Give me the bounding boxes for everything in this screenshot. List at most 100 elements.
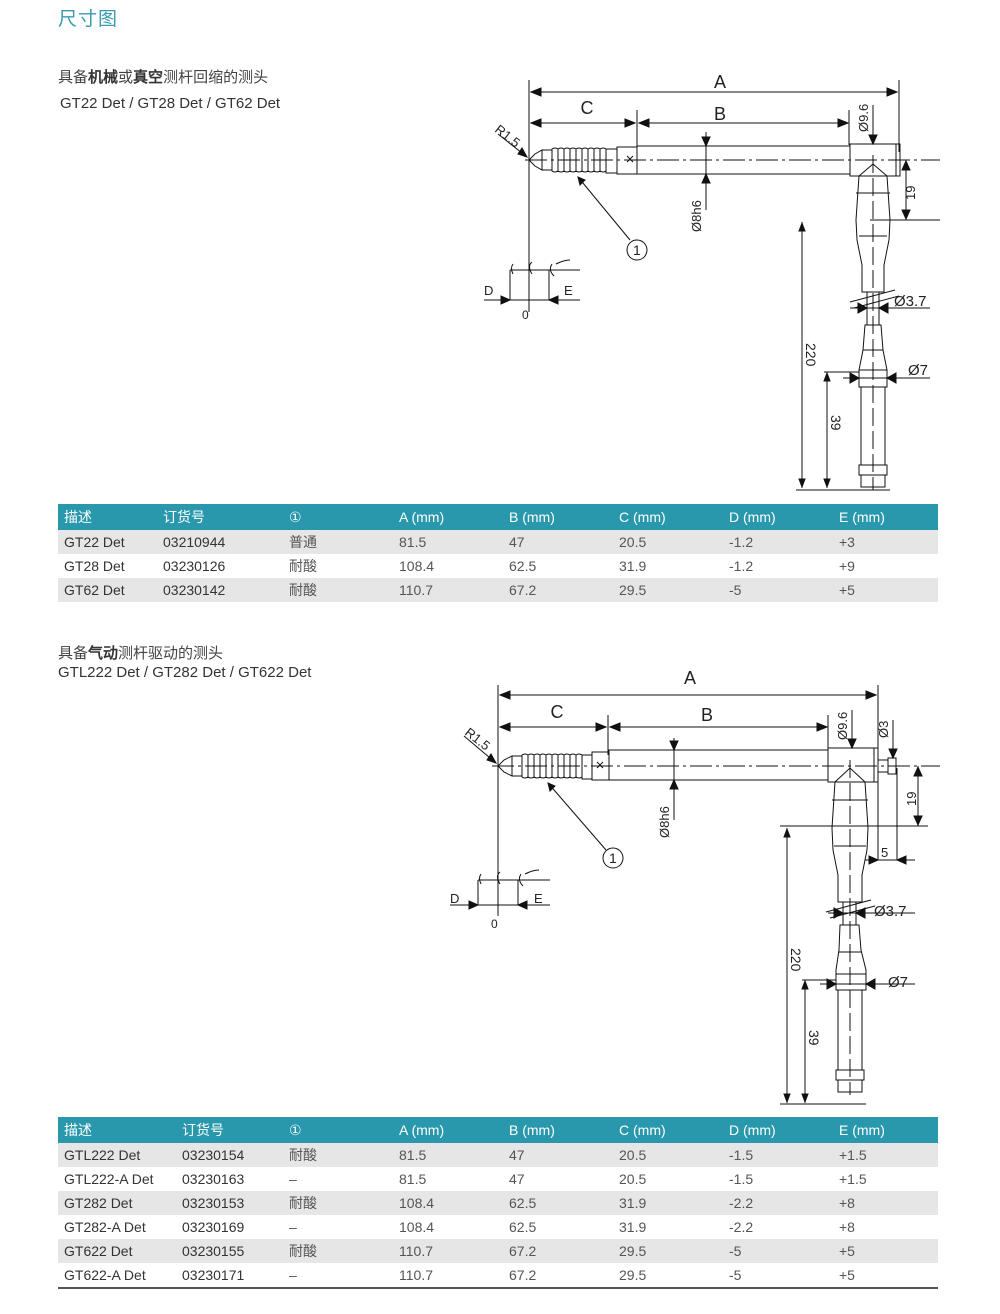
section1-spec-table: 描述 订货号 ① A (mm) B (mm) C (mm) D (mm) E (… xyxy=(58,504,938,602)
dim-a-label: A xyxy=(714,72,726,92)
cell-e: +1.5 xyxy=(833,1167,938,1191)
section1-subtitle: 具备机械或真空测杆回缩的测头 xyxy=(58,66,268,87)
subtitle-part: 具备 xyxy=(58,69,89,86)
zero-label: 0 xyxy=(491,917,498,931)
cell-d: -5 xyxy=(723,1263,833,1289)
cell-a: 108.4 xyxy=(393,1215,503,1239)
header-b: B (mm) xyxy=(503,504,613,530)
section2-subtitle: 具备气动测杆驱动的测头 xyxy=(58,642,223,663)
cell-e: +8 xyxy=(833,1215,938,1239)
cell-material: 耐酸 xyxy=(283,1191,393,1215)
header-c: C (mm) xyxy=(613,504,723,530)
header-order-no: 订货号 xyxy=(157,504,283,530)
subtitle-part: 测杆回缩的测头 xyxy=(163,69,269,86)
cell-material: 耐酸 xyxy=(283,1239,393,1263)
dim-d3-label: Ø3 xyxy=(876,721,891,738)
cell-a: 108.4 xyxy=(393,554,503,578)
cell-b: 47 xyxy=(503,1167,613,1191)
cell-description: GTL222 Det xyxy=(58,1143,176,1167)
cell-description: GT62 Det xyxy=(58,578,157,602)
zero-label: 0 xyxy=(522,308,529,322)
header-e: E (mm) xyxy=(833,1117,938,1143)
dim-a-label: A xyxy=(684,668,696,688)
header-callout: ① xyxy=(283,504,393,530)
cell-description: GT28 Det xyxy=(58,554,157,578)
cell-c: 29.5 xyxy=(613,1239,723,1263)
cell-description: GT622 Det xyxy=(58,1239,176,1263)
dim-39-label: 39 xyxy=(806,1030,822,1046)
cell-d: -2.2 xyxy=(723,1191,833,1215)
section2-drawing: A C B R1.5 Ø9.6 Ø3 Ø8h6 19 5 220 39 Ø3.7… xyxy=(450,668,940,1105)
dim-e-label: E xyxy=(534,891,543,906)
header-d: D (mm) xyxy=(723,1117,833,1143)
cell-d: -5 xyxy=(723,578,833,602)
page-title: 尺寸图 xyxy=(58,8,119,30)
cell-a: 110.7 xyxy=(393,1239,503,1263)
dim-b-label: B xyxy=(714,104,726,124)
cell-material: 耐酸 xyxy=(283,1143,393,1167)
dim-d37-label: Ø3.7 xyxy=(894,293,927,310)
dim-39-label: 39 xyxy=(828,415,844,431)
cell-material: 耐酸 xyxy=(283,578,393,602)
header-description: 描述 xyxy=(58,1117,176,1143)
cell-e: +9 xyxy=(833,554,938,578)
cell-a: 110.7 xyxy=(393,578,503,602)
table-header-row: 描述 订货号 ① A (mm) B (mm) C (mm) D (mm) E (… xyxy=(58,504,938,530)
cell-material: 耐酸 xyxy=(283,554,393,578)
dim-r15-label: R1.5 xyxy=(462,725,493,754)
cell-a: 81.5 xyxy=(393,1167,503,1191)
cell-b: 67.2 xyxy=(503,578,613,602)
header-callout: ① xyxy=(283,1117,393,1143)
cell-b: 47 xyxy=(503,530,613,554)
cell-c: 20.5 xyxy=(613,1143,723,1167)
dim-19-label: 19 xyxy=(903,186,918,200)
dim-d96-label: Ø9.6 xyxy=(856,104,871,132)
dim-b-label: B xyxy=(701,705,713,725)
cell-order-no: 03230142 xyxy=(157,578,283,602)
callout-1-number: 1 xyxy=(633,242,641,258)
header-a: A (mm) xyxy=(393,504,503,530)
cell-e: +8 xyxy=(833,1191,938,1215)
cell-material: 普通 xyxy=(283,530,393,554)
dim-d-label: D xyxy=(484,283,493,298)
table-header-row: 描述 订货号 ① A (mm) B (mm) C (mm) D (mm) E (… xyxy=(58,1117,938,1143)
cell-d: -1.5 xyxy=(723,1167,833,1191)
cell-description: GT622-A Det xyxy=(58,1263,176,1289)
dim-d8h6-label: Ø8h6 xyxy=(689,200,704,232)
cell-order-no: 03230169 xyxy=(176,1215,283,1239)
header-c: C (mm) xyxy=(613,1117,723,1143)
cell-d: -1.2 xyxy=(723,554,833,578)
cell-a: 81.5 xyxy=(393,1143,503,1167)
dim-5-label: 5 xyxy=(881,845,888,860)
cell-b: 62.5 xyxy=(503,1191,613,1215)
dim-220-label: 220 xyxy=(788,948,804,972)
dim-d-label: D xyxy=(450,891,459,906)
cell-material: – xyxy=(283,1215,393,1239)
cell-order-no: 03230154 xyxy=(176,1143,283,1167)
header-b: B (mm) xyxy=(503,1117,613,1143)
section2-spec-table: 描述 订货号 ① A (mm) B (mm) C (mm) D (mm) E (… xyxy=(58,1117,938,1289)
cell-c: 29.5 xyxy=(613,578,723,602)
cell-description: GT282-A Det xyxy=(58,1215,176,1239)
subtitle-part-bold: 气动 xyxy=(88,645,119,662)
cell-description: GTL222-A Det xyxy=(58,1167,176,1191)
cell-b: 47 xyxy=(503,1143,613,1167)
cell-order-no: 03230126 xyxy=(157,554,283,578)
subtitle-part: 具备 xyxy=(58,645,89,662)
cell-c: 20.5 xyxy=(613,1167,723,1191)
cell-b: 67.2 xyxy=(503,1239,613,1263)
dim-c-label: C xyxy=(551,702,564,722)
dim-d7-label: Ø7 xyxy=(888,974,908,991)
cell-order-no: 03210944 xyxy=(157,530,283,554)
cell-a: 110.7 xyxy=(393,1263,503,1289)
header-d: D (mm) xyxy=(723,504,833,530)
cell-description: GT22 Det xyxy=(58,530,157,554)
cell-c: 31.9 xyxy=(613,554,723,578)
header-order-no: 订货号 xyxy=(176,1117,283,1143)
cell-d: -5 xyxy=(723,1239,833,1263)
cell-b: 62.5 xyxy=(503,554,613,578)
